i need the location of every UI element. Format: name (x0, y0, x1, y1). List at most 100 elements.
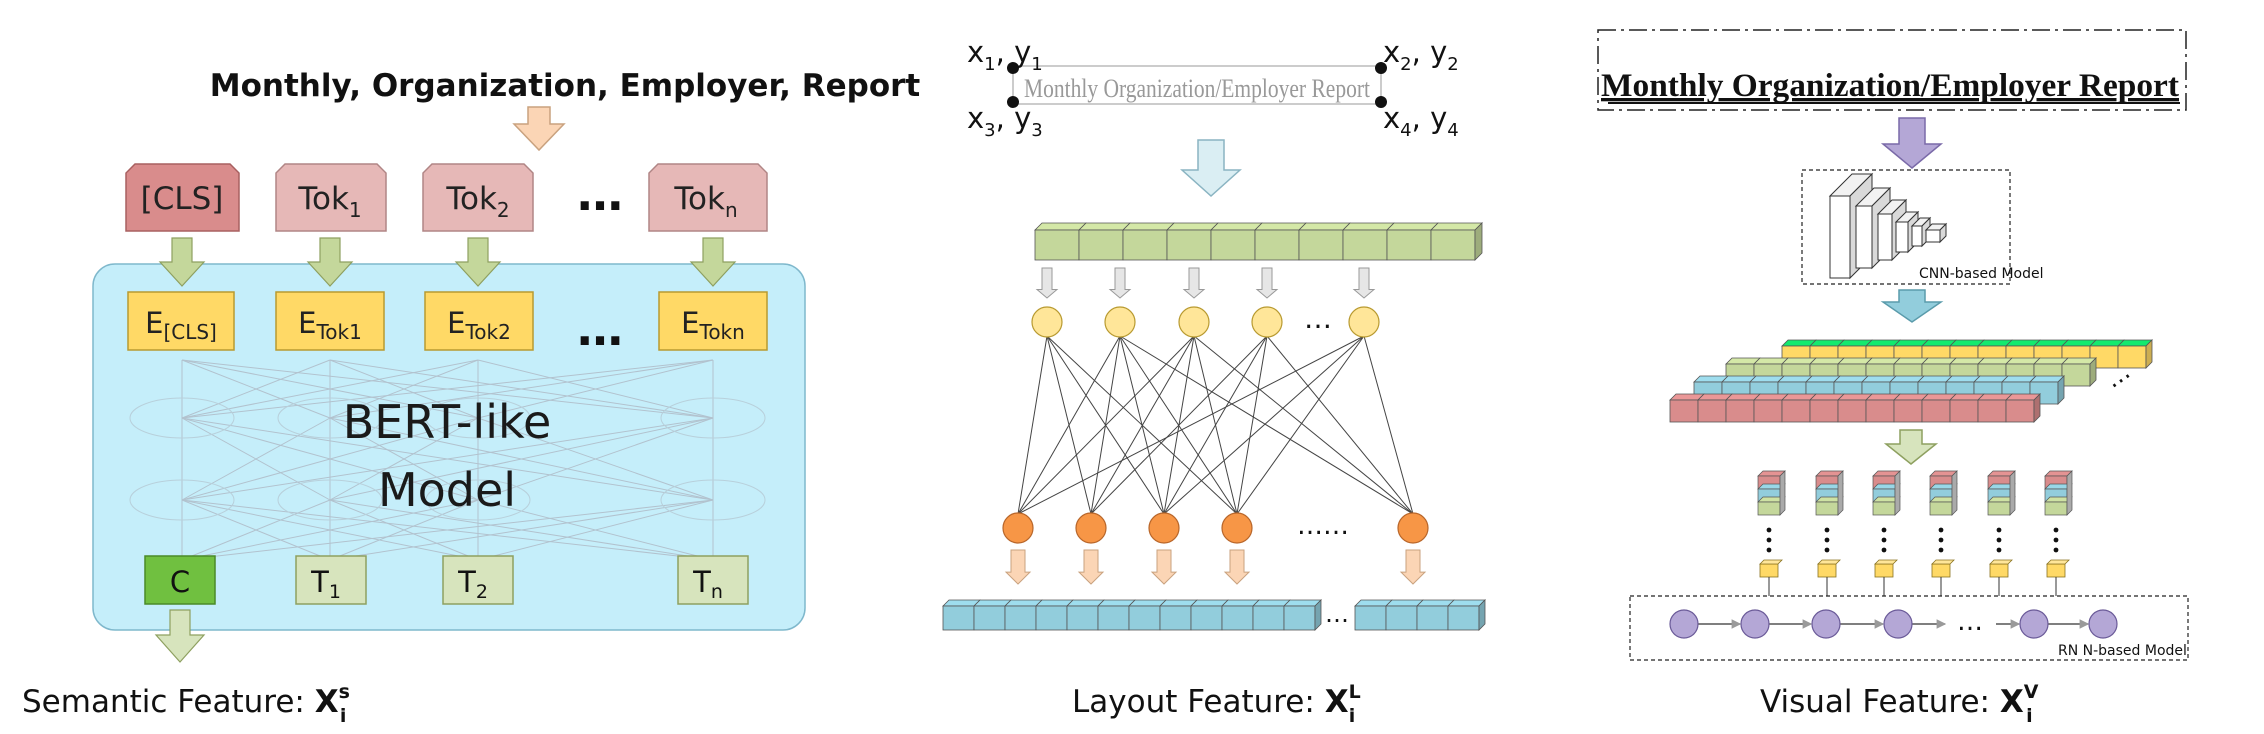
layout-connection (1119, 335, 1414, 515)
feature-column-dot (1938, 527, 1944, 533)
feature-column-dot (1938, 537, 1944, 543)
feature-column-yellow-cell (1759, 563, 1779, 578)
bert-connection (329, 417, 479, 501)
embedding-cls-label: E[CLS] (145, 306, 217, 344)
layout-panel: Monthly Organization/Employer Report x1,… (942, 35, 1486, 727)
feature-map-red-cell (1753, 399, 1783, 423)
bert-connection (181, 359, 479, 419)
layout-green-cell (1122, 229, 1168, 261)
bert-hidden-node (660, 479, 766, 521)
layout-node-to-cell-arrows (1004, 549, 1427, 585)
feature-column-yellow-top (1874, 559, 1898, 565)
layout-cell-ellipsis: … (1325, 600, 1349, 628)
layout-connection (1363, 335, 1414, 515)
layout-input-node (1031, 306, 1063, 338)
cnn-layer (1925, 229, 1941, 243)
rnn-node (1811, 609, 1841, 639)
output-t2-box (442, 555, 514, 605)
coord-bottom-left: x3, y3 (967, 101, 1043, 141)
bert-connection (329, 499, 479, 561)
rnn-model-label: RN N-based Model (2058, 643, 2187, 659)
coord-bottom-right: x4, y4 (1383, 101, 1459, 141)
layout-connection (1193, 335, 1414, 515)
feature-columns (1757, 470, 2073, 597)
layout-blue-cell (1416, 605, 1449, 631)
corner-points (1007, 62, 1387, 108)
layout-blue-cell (1252, 605, 1285, 631)
bert-connection (181, 359, 714, 419)
feature-column-dot (1766, 547, 1772, 553)
token-cls-label: [CLS] (141, 181, 224, 217)
layout-green-cell-top (1298, 222, 1351, 231)
cnn-output-arrow (1880, 289, 1944, 323)
layout-text-box (1012, 65, 1382, 105)
input-arrow (512, 106, 566, 152)
cnn-layer (1877, 213, 1893, 261)
feature-column-dot (1996, 527, 2002, 533)
bert-connection (329, 359, 714, 419)
embedding-cls-box (127, 291, 235, 351)
layout-output-ellipsis: …… (1297, 511, 1349, 541)
feature-column-dot (1881, 527, 1887, 533)
semantic-output-arrow (154, 609, 206, 663)
output-t1-box (295, 555, 367, 605)
layout-orange-arrow (1150, 549, 1178, 585)
rnn-node (2088, 609, 2118, 639)
layout-output-node (1397, 512, 1429, 544)
layout-blue-cell (1385, 605, 1418, 631)
embedding-ellipsis: … (577, 302, 623, 356)
layout-connection (1163, 335, 1365, 515)
layout-green-cell (1430, 229, 1476, 261)
layout-connection (1163, 335, 1268, 515)
feature-column-dot (1766, 527, 1772, 533)
token-1-label: Tok1 (297, 181, 361, 222)
feature-column-yellow-cell (1817, 563, 1837, 578)
layout-connection (1017, 335, 1195, 515)
output-tn-box (677, 555, 749, 605)
feature-column-yellow-top (1817, 559, 1841, 565)
bert-connection (329, 359, 479, 419)
layout-orange-arrow (1004, 549, 1032, 585)
layout-blue-cell (1159, 605, 1192, 631)
layout-grey-arrow (1035, 267, 1059, 299)
cnn-layer (1895, 221, 1909, 253)
embedding-1-label: ETok1 (298, 306, 362, 344)
layout-blue-cell (1221, 605, 1254, 631)
feature-map-stack (1669, 339, 2153, 423)
feature-column-side (1837, 470, 1844, 516)
bert-hidden-node (129, 479, 235, 521)
feature-column-cell (1987, 501, 2011, 516)
layout-blue-cell (1035, 605, 1068, 631)
layout-blue-cell (973, 605, 1006, 631)
bert-hidden-node (277, 397, 383, 439)
layout-connection (1090, 335, 1268, 515)
layout-node-ellipsis: … (1304, 302, 1332, 335)
feature-map-red-cell (1697, 399, 1727, 423)
layout-green-cell-top (1430, 222, 1483, 231)
feature-column-side (2009, 470, 2016, 516)
layout-blue-cell-side (1478, 599, 1486, 631)
token-cls-box (125, 163, 240, 232)
feature-column-yellow-top (1989, 559, 2013, 565)
embedding-2-label: ETok2 (447, 306, 511, 344)
layout-doc-text: Monthly Organization/Employer Report (1024, 74, 1371, 103)
layout-input-node (1251, 306, 1283, 338)
layout-connection (1017, 335, 1048, 515)
bert-connection (181, 417, 714, 501)
feature-column-dot (2053, 547, 2059, 553)
layout-green-cell (1166, 229, 1212, 261)
output-t1-label: T1 (310, 565, 341, 603)
output-c-box (144, 555, 216, 605)
token-2-box (422, 163, 534, 232)
layout-orange-arrow (1223, 549, 1251, 585)
visual-input-arrow (1880, 117, 1944, 169)
visual-panel: Monthly Organization/Employer Report CNN… (1597, 29, 2189, 727)
layout-green-cell-top (1166, 222, 1219, 231)
layout-grey-arrow (1255, 267, 1279, 299)
rnn-node (1883, 609, 1913, 639)
feature-column-side (1894, 470, 1901, 516)
feature-column-dot (1824, 547, 1830, 553)
layout-blue-cell (1447, 605, 1480, 631)
visual-document-image (1597, 29, 2187, 111)
